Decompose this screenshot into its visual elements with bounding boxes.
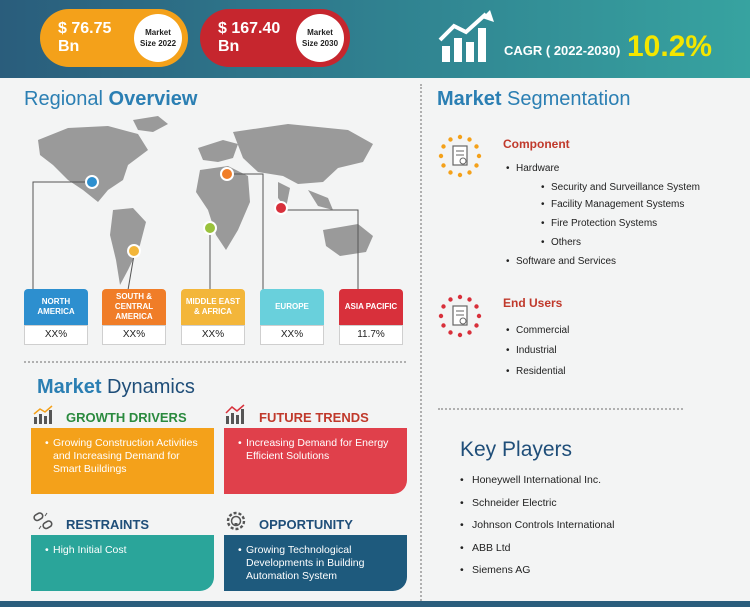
market-size-2030-label-line2: Size 2030 [301, 39, 339, 48]
segmentation-title-plain: Segmentation [501, 88, 631, 110]
right-divider [438, 408, 683, 410]
region-share: 11.7% [339, 325, 403, 345]
bar-chart-icon [33, 405, 53, 424]
key-player-item: Honeywell International Inc. [460, 474, 601, 486]
component-item: Software and Services [506, 256, 616, 267]
market-size-2022-label-line2: Size 2022 [139, 39, 177, 48]
region-name: NORTH AMERICA [24, 289, 88, 325]
key-player-item: ABB Ltd [460, 542, 510, 554]
region-north-america: NORTH AMERICA XX% [24, 289, 88, 345]
growth-chart-icon [438, 10, 494, 62]
cagr-value: 10.2% [627, 30, 713, 63]
market-dynamics-title: Market Dynamics [37, 376, 195, 399]
market-segmentation-title: Market Segmentation [437, 88, 630, 111]
hardware-sub-item: Security and Surveillance System [541, 182, 700, 193]
opportunity-text: Growing Technological Developments in Bu… [238, 544, 397, 583]
key-player-item: Siemens AG [460, 564, 530, 576]
dynamics-title-accent: Market [37, 376, 102, 398]
gear-bulb-icon [226, 511, 246, 531]
region-share: XX% [102, 325, 166, 345]
opportunity-heading: OPPORTUNITY [259, 517, 353, 532]
header-banner: $ 76.75 Bn Market Size 2022 $ 167.40 Bn … [0, 0, 750, 78]
dynamics-title-plain: Dynamics [101, 376, 195, 398]
market-size-2022-pill: $ 76.75 Bn Market Size 2022 [40, 9, 188, 67]
trend-chart-icon [225, 404, 245, 424]
component-item: Hardware [506, 163, 559, 174]
market-size-2030-label-line1: Market [307, 28, 333, 37]
growth-drivers-text: Growing Construction Activities and Incr… [45, 437, 204, 476]
end-users-item: Industrial [506, 345, 556, 356]
key-player-item: Schneider Electric [460, 497, 557, 509]
broken-chain-icon [33, 512, 53, 530]
market-size-2022-label-line1: Market [145, 28, 171, 37]
regional-title-accent: Overview [108, 88, 198, 110]
future-trends-heading: FUTURE TRENDS [259, 410, 369, 425]
region-name: SOUTH & CENTRAL AMERICA [102, 289, 166, 325]
segmentation-title-accent: Market [437, 88, 502, 110]
market-size-2022-value: $ 76.75 Bn [58, 20, 112, 55]
hardware-sub-item: Fire Protection Systems [541, 218, 657, 229]
market-size-2030-pill: $ 167.40 Bn Market Size 2030 [200, 9, 350, 67]
region-europe: EUROPE XX% [260, 289, 324, 345]
region-name: EUROPE [260, 289, 324, 325]
region-south-central-america: SOUTH & CENTRAL AMERICA XX% [102, 289, 166, 345]
growth-drivers-card: Growing Construction Activities and Incr… [31, 428, 214, 494]
market-size-2022-label: Market Size 2022 [134, 14, 182, 62]
key-players-title: Key Players [460, 438, 573, 461]
vertical-divider [420, 84, 422, 604]
component-heading: Component [503, 137, 570, 151]
world-map [32, 116, 373, 291]
restraints-heading: RESTRAINTS [66, 517, 150, 532]
region-middle-east-africa: MIDDLE EAST & AFRICA XX% [181, 289, 245, 345]
regional-overview-title: Regional Overview [24, 88, 197, 111]
market-size-2030-value: $ 167.40 Bn [218, 20, 281, 55]
opportunity-card: Growing Technological Developments in Bu… [224, 535, 407, 591]
region-share: XX% [181, 325, 245, 345]
component-document-icon [438, 134, 482, 178]
cagr-label: CAGR ( 2022-2030) [504, 43, 621, 58]
region-name: MIDDLE EAST & AFRICA [181, 289, 245, 325]
restraints-text: High Initial Cost [45, 544, 204, 557]
key-player-item: Johnson Controls International [460, 519, 614, 531]
end-users-item: Residential [506, 366, 566, 377]
end-users-heading: End Users [503, 296, 563, 310]
regional-title-plain: Regional [24, 88, 109, 110]
restraints-card: High Initial Cost [31, 535, 214, 591]
region-share: XX% [260, 325, 324, 345]
footer-bar [0, 601, 750, 607]
end-users-item: Commercial [506, 325, 569, 336]
end-users-document-icon [438, 294, 482, 338]
region-share: XX% [24, 325, 88, 345]
region-asia-pacific: ASIA PACIFIC 11.7% [339, 289, 403, 345]
hardware-sub-item: Others [541, 237, 581, 248]
hardware-sub-item: Facility Management Systems [541, 199, 684, 210]
region-name: ASIA PACIFIC [339, 289, 403, 325]
future-trends-card: Increasing Demand for Energy Efficient S… [224, 428, 407, 494]
future-trends-text: Increasing Demand for Energy Efficient S… [238, 437, 397, 463]
market-size-2030-label: Market Size 2030 [296, 14, 344, 62]
growth-drivers-heading: GROWTH DRIVERS [66, 410, 187, 425]
left-divider [24, 361, 406, 363]
